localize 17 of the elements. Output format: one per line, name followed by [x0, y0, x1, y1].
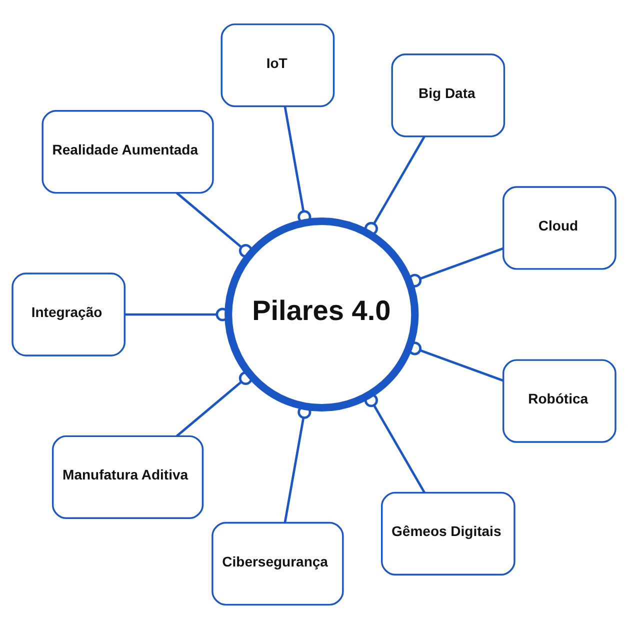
connector — [364, 135, 426, 235]
connector — [408, 246, 504, 287]
connector — [176, 192, 252, 258]
connector — [408, 341, 504, 382]
node-box: Gêmeos Digitais — [380, 491, 516, 575]
connector — [284, 106, 312, 224]
connector — [176, 370, 252, 436]
node-box: Manufatura Aditiva — [52, 434, 204, 518]
node-box: Integração — [12, 272, 126, 356]
connector — [364, 393, 426, 493]
node-box: IoT — [220, 22, 335, 107]
node-box: Cibersegurança — [212, 521, 344, 606]
node-box: Robótica — [502, 358, 616, 442]
node-box: Realidade Aumentada — [42, 110, 214, 194]
node-circle: Pilares 4.0 — [224, 216, 419, 412]
node-box: Cloud — [502, 186, 616, 270]
node-box: Big Data — [391, 53, 506, 137]
